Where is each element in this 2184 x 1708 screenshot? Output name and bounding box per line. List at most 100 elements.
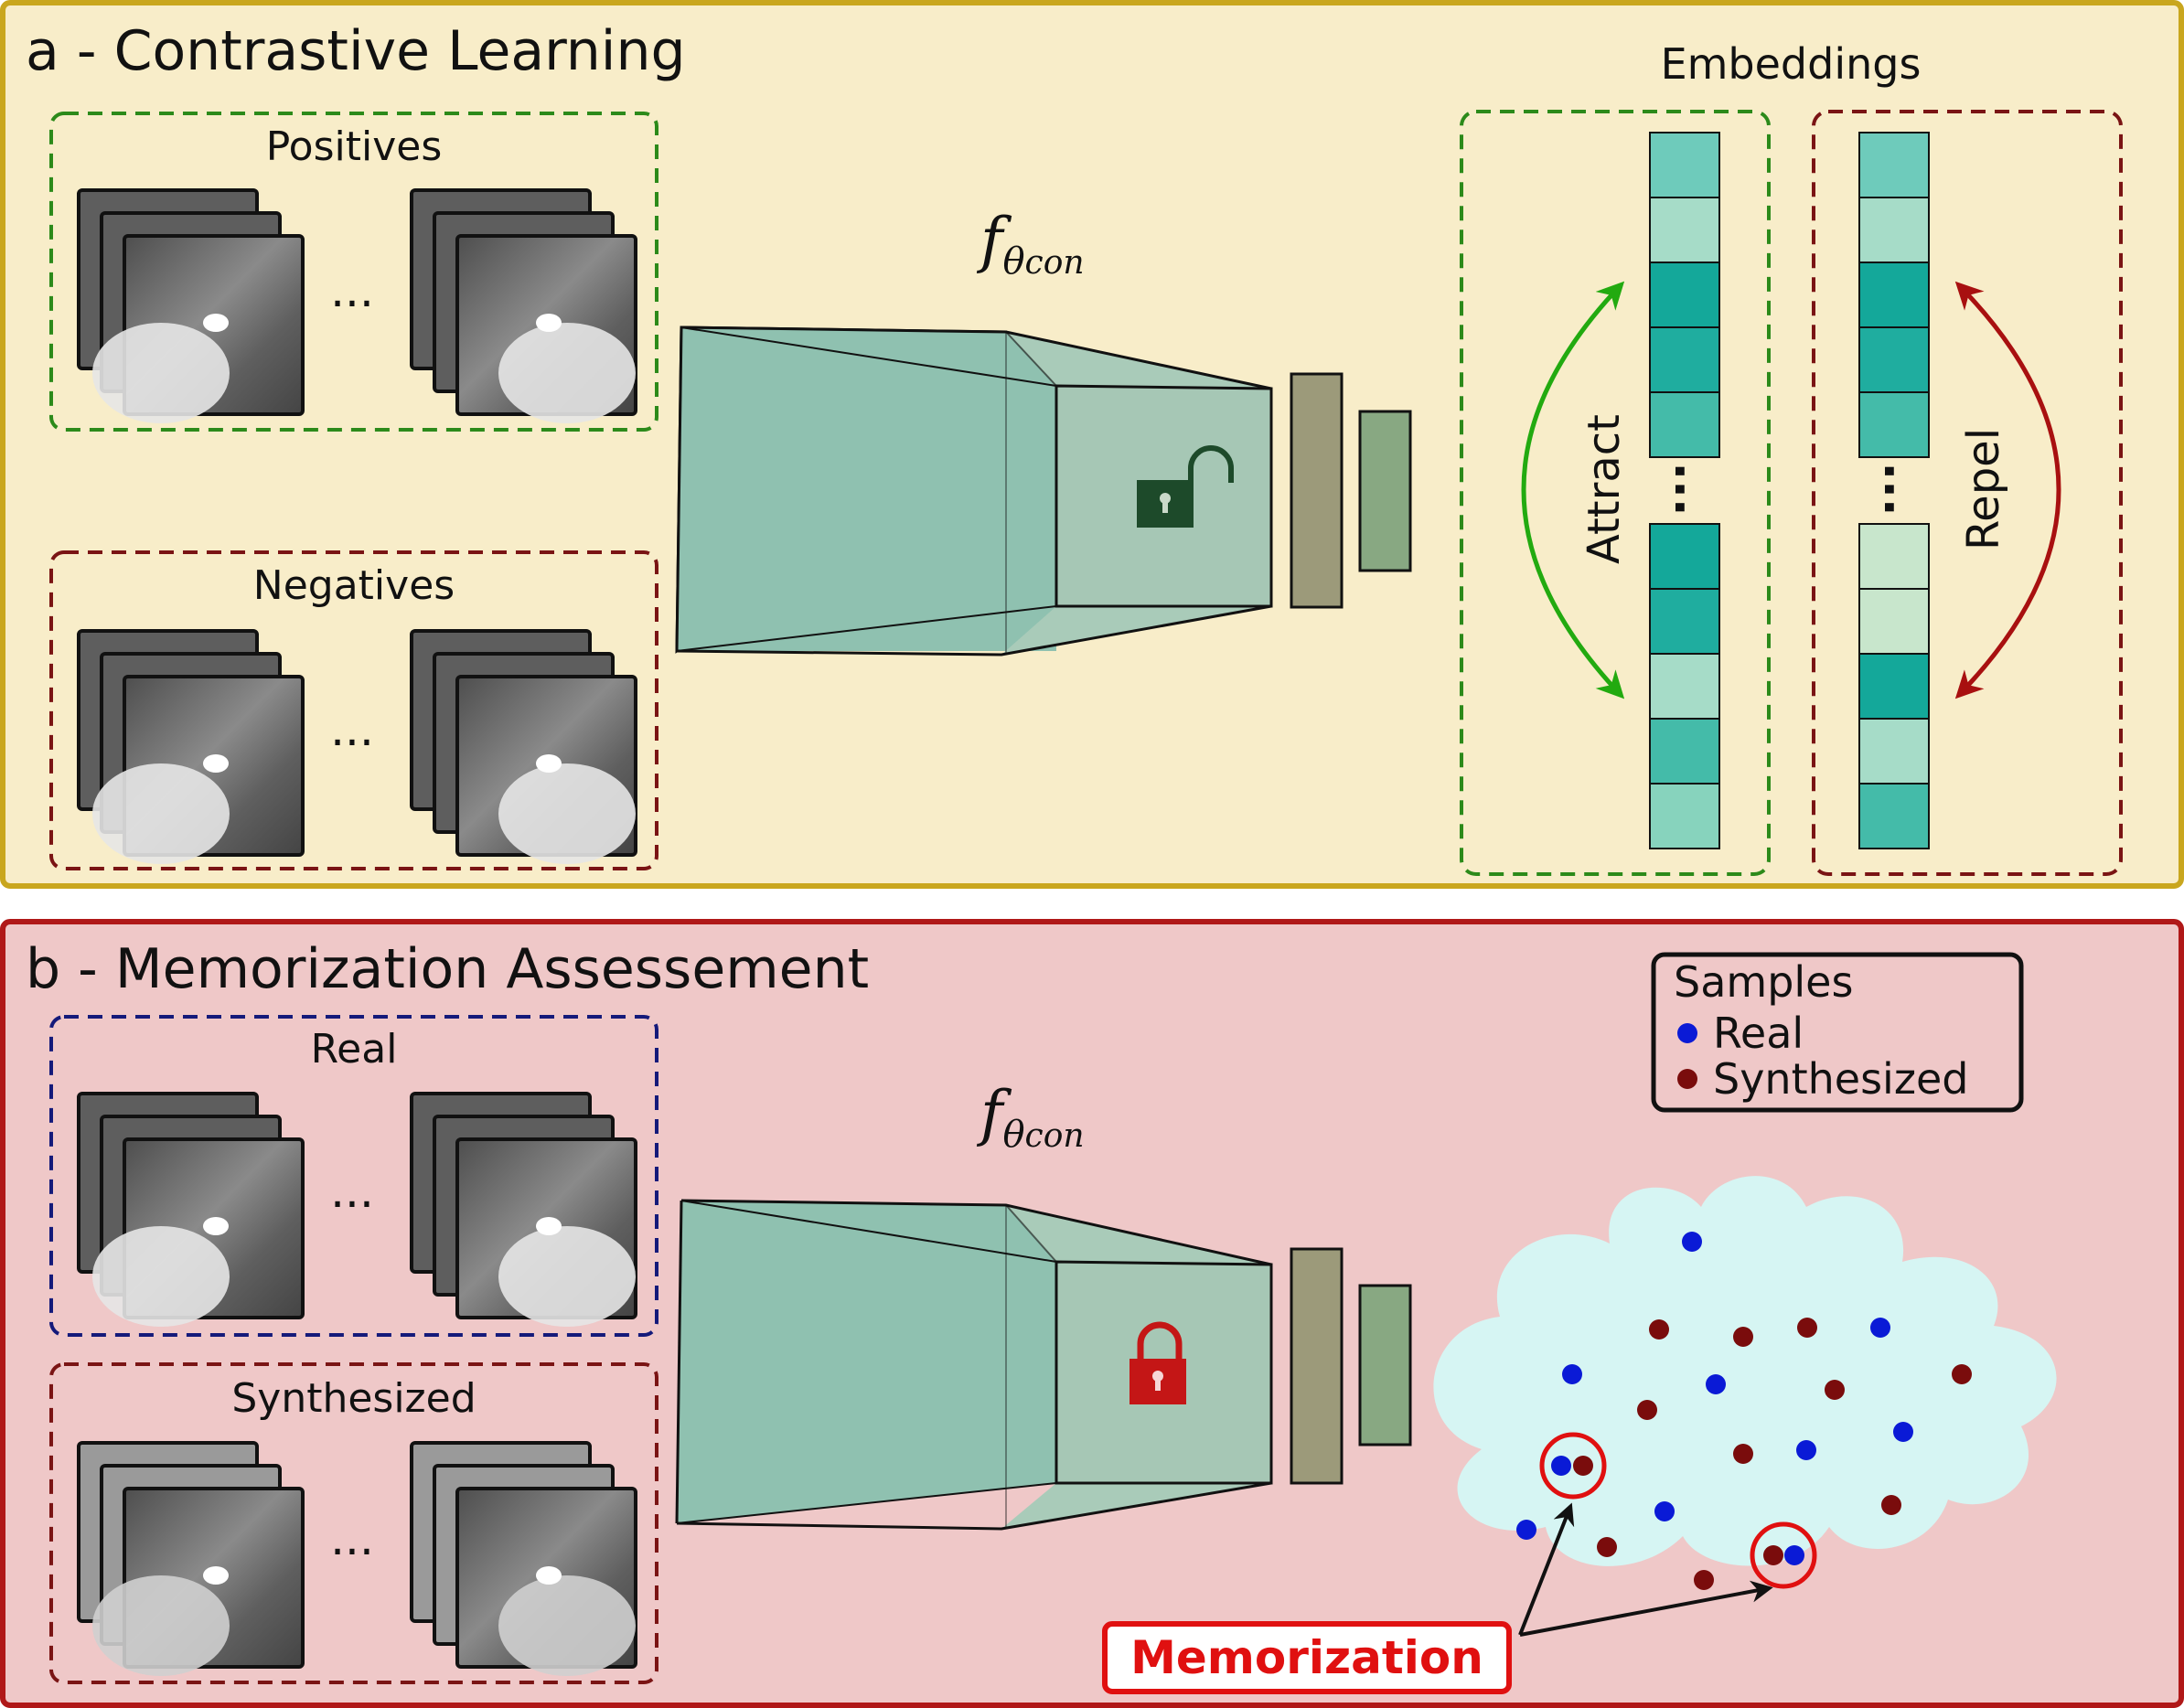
ct-nodule (536, 1217, 562, 1235)
embedding-cell (1858, 132, 1930, 198)
positive-image-stack-1 (77, 188, 305, 423)
encoder-a-label: fθcon (976, 205, 1085, 283)
legend-synthesized-marker (1677, 1069, 1697, 1089)
legend-title: Samples (1674, 957, 1853, 1007)
positive-image-stack-2 (410, 188, 637, 423)
ct-bright-structure (92, 323, 230, 423)
embedding-cell (1649, 132, 1720, 198)
synthesized-ellipsis: ... (330, 1512, 374, 1565)
encoder-a: fθcon (675, 205, 1412, 657)
samples-legend: Samples Real Synthesized (1651, 952, 2024, 1113)
ct-nodule (203, 754, 229, 773)
ct-bright-structure (92, 763, 230, 864)
panel-memorization-assessment: b - Memorization Assessement Real ... Sy… (0, 919, 2184, 1708)
real-sample-point (1562, 1364, 1582, 1384)
repel-box (1812, 110, 2123, 876)
synthesized-sample-point (1797, 1318, 1817, 1338)
real-sample-point (1654, 1501, 1675, 1521)
ct-bright-structure (92, 1226, 230, 1327)
ct-nodule (203, 314, 229, 332)
locked-padlock-icon (1129, 1321, 1186, 1404)
unlocked-padlock-icon (1137, 445, 1234, 528)
positives-box (49, 112, 658, 432)
real-box (49, 1015, 658, 1337)
embedding-cell (1649, 197, 1720, 263)
repel-vector-ellipsis: ... (1873, 462, 1928, 516)
repel-label: Repel (1958, 428, 2009, 550)
memorization-arrow-2 (1519, 1580, 1773, 1637)
projection-layer-b-1 (1290, 1247, 1344, 1485)
embedding-cell (1649, 391, 1720, 458)
panel-contrastive-learning: a - Contrastive Learning Positives ... N… (0, 0, 2184, 889)
real-label: Real (311, 1026, 398, 1073)
ct-nodule (536, 314, 562, 332)
real-sample-point (1796, 1440, 1816, 1460)
ct-nodule (536, 754, 562, 773)
real-image-stack-1 (77, 1092, 305, 1327)
embedding-cell (1649, 653, 1720, 720)
synthesized-sample-point (1763, 1545, 1783, 1565)
embedding-cell (1858, 783, 1930, 849)
embedding-vector-attract-bottom (1649, 523, 1720, 849)
synthesized-image-stack-1 (77, 1441, 305, 1676)
ct-nodule (203, 1217, 229, 1235)
synthesized-label: Synthesized (231, 1375, 476, 1422)
legend-real-marker (1677, 1023, 1697, 1043)
positives-label: Positives (266, 123, 443, 170)
synthesized-sample-point (1881, 1495, 1901, 1515)
legend-real-label: Real (1713, 1009, 1804, 1058)
embedding-cell (1858, 718, 1930, 785)
embedding-cell (1649, 718, 1720, 785)
real-sample-point (1706, 1374, 1726, 1394)
ct-bright-structure (92, 1575, 230, 1676)
panel-a-title: a - Contrastive Learning (26, 19, 686, 83)
embedding-cell (1858, 326, 1930, 393)
synthesized-sample-point (1825, 1380, 1845, 1400)
negatives-label: Negatives (253, 562, 455, 609)
real-sample-point (1893, 1422, 1913, 1442)
embedding-cell (1858, 197, 1930, 263)
embedding-cell (1649, 523, 1720, 590)
attract-label: Attract (1579, 414, 1630, 564)
repel-arrow (1954, 281, 2061, 699)
embedding-vector-repel-top (1858, 132, 1930, 458)
memorization-label: Memorization (1130, 1631, 1483, 1684)
synthesized-sample-point (1573, 1456, 1593, 1476)
legend-frame (1651, 952, 2024, 1113)
ct-nodule (536, 1566, 562, 1585)
ct-nodule (203, 1566, 229, 1585)
embedding-cell (1858, 391, 1930, 458)
synthesized-sample-point (1597, 1537, 1617, 1557)
real-sample-point (1682, 1232, 1702, 1252)
embedding-space-cloud (1433, 1176, 2057, 1590)
embedding-vector-attract-top (1649, 132, 1720, 458)
legend-synthesized-label: Synthesized (1713, 1054, 1968, 1104)
real-sample-point (1551, 1456, 1571, 1476)
embedding-cell (1649, 783, 1720, 849)
synthesized-box (49, 1362, 658, 1684)
attract-arrow (1521, 281, 1625, 699)
ct-bright-structure (498, 1226, 636, 1327)
attract-box (1460, 110, 1771, 876)
real-image-stack-2 (410, 1092, 637, 1327)
embedding-cell (1649, 588, 1720, 655)
negative-image-stack-1 (77, 629, 305, 864)
negative-image-stack-2 (410, 629, 637, 864)
encoder-b: fθcon (675, 1078, 1412, 1531)
embedding-cell (1858, 262, 1930, 328)
negatives-box (49, 550, 658, 870)
ct-bright-structure (498, 1575, 636, 1676)
memorization-highlight-2 (1750, 1521, 1817, 1589)
memorization-arrow-1 (1518, 1502, 1575, 1636)
synthesized-sample-point (1694, 1570, 1714, 1590)
projection-layer-1 (1290, 372, 1344, 609)
ct-bright-structure (498, 323, 636, 423)
embedding-cell (1649, 262, 1720, 328)
encoder-b-label: fθcon (976, 1078, 1085, 1156)
embeddings-label: Embeddings (1661, 39, 1922, 89)
ct-bright-structure (498, 763, 636, 864)
embedding-cell (1858, 588, 1930, 655)
synthesized-image-stack-2 (410, 1441, 637, 1676)
embedding-cell (1858, 523, 1930, 590)
synthesized-sample-point (1952, 1364, 1972, 1384)
